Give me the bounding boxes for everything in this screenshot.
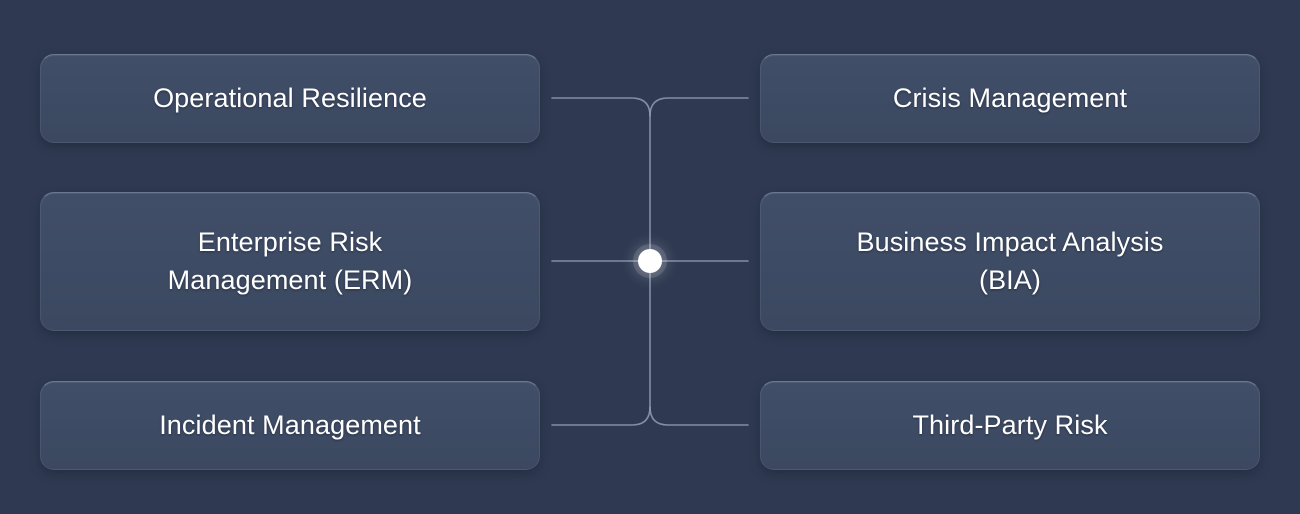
connector-left-row-3 — [551, 406, 651, 426]
node-enterprise-risk-management[interactable]: Enterprise Risk Management (ERM) — [40, 192, 540, 331]
connector-left-row-1 — [551, 97, 651, 117]
node-business-impact-analysis[interactable]: Business Impact Analysis (BIA) — [760, 192, 1260, 331]
center-hub-node[interactable] — [638, 249, 662, 273]
connector-right-row-1 — [649, 97, 749, 117]
connector-right-row-3 — [649, 406, 749, 426]
node-operational-resilience[interactable]: Operational Resilience — [40, 54, 540, 143]
node-label: Operational Resilience — [153, 82, 427, 113]
node-crisis-management[interactable]: Crisis Management — [760, 54, 1260, 143]
node-label: Enterprise Risk Management (ERM) — [167, 227, 413, 295]
node-label: Crisis Management — [892, 82, 1128, 113]
node-third-party-risk[interactable]: Third-Party Risk — [760, 381, 1260, 470]
node-label: Third-Party Risk — [912, 409, 1108, 440]
node-incident-management[interactable]: Incident Management — [40, 381, 540, 470]
node-label: Business Impact Analysis (BIA) — [856, 227, 1164, 295]
node-label: Incident Management — [159, 409, 421, 440]
